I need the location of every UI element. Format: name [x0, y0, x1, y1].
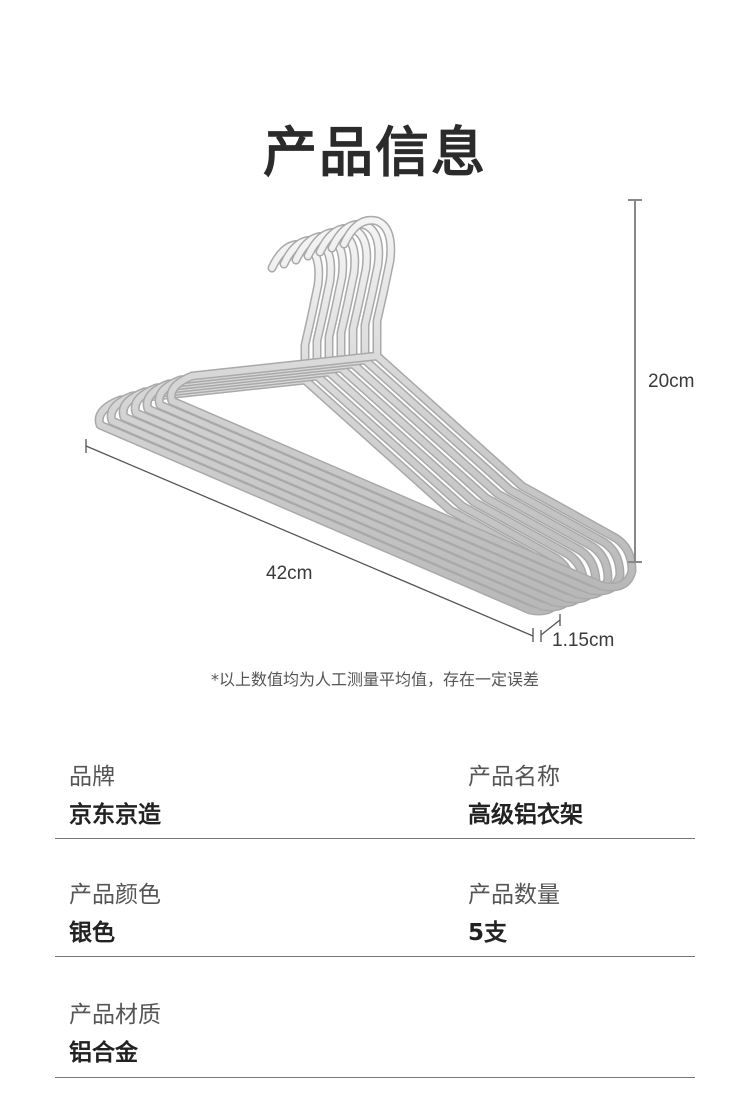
measurement-note: *以上数值均为人工测量平均值，存在一定误差 [210, 670, 539, 689]
hanger-stack-icon [85, 199, 642, 642]
spec-row: 品牌 京东京造 产品名称 高级铝衣架 [55, 762, 695, 839]
product-dimension-figure: 20cm 42cm 1.15cm [0, 190, 750, 660]
spec-row: 产品颜色 银色 产品数量 5支 [55, 880, 695, 957]
spec-label: 产品材质 [69, 1002, 161, 1028]
spec-value: 高级铝衣架 [468, 802, 583, 828]
spec-label: 产品名称 [468, 764, 560, 790]
thickness-dimension-line [540, 614, 561, 642]
height-label: 20cm [648, 371, 695, 392]
spec-row: 产品材质 铝合金 [55, 1000, 695, 1078]
spec-product-name: 产品名称 高级铝衣架 [468, 762, 583, 830]
spec-color: 产品颜色 银色 [69, 880, 161, 948]
spec-value: 铝合金 [69, 1040, 138, 1066]
spec-label: 产品数量 [468, 882, 560, 908]
spec-material: 产品材质 铝合金 [69, 1000, 161, 1068]
spec-label: 品牌 [69, 764, 115, 790]
spec-label: 产品颜色 [69, 882, 161, 908]
thickness-label: 1.15cm [552, 630, 615, 651]
spec-value: 5支 [468, 920, 508, 946]
spec-value: 京东京造 [69, 802, 161, 828]
spec-quantity: 产品数量 5支 [468, 880, 560, 948]
page-title: 产品信息 [263, 121, 487, 184]
width-label: 42cm [266, 563, 313, 584]
width-dimension-line [85, 439, 534, 642]
height-dimension-line [628, 199, 642, 563]
spec-brand: 品牌 京东京造 [69, 762, 161, 830]
spec-value: 银色 [69, 920, 115, 946]
